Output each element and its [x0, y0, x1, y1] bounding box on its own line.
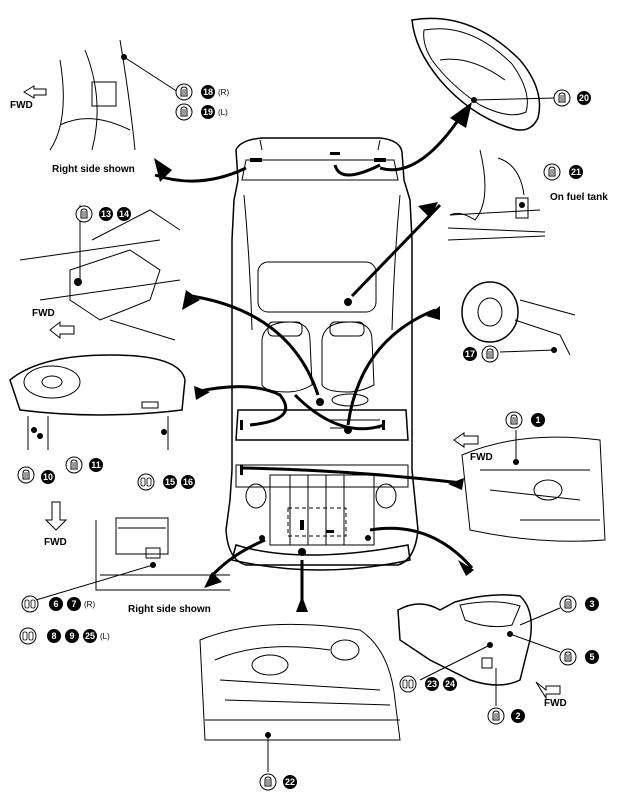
connector-icon-10	[17, 466, 35, 484]
right-side-shown-label-1: Right side shown	[52, 164, 135, 175]
callout-24	[443, 677, 457, 691]
connector-icon-17	[481, 345, 499, 363]
svg-text:6: 6	[53, 599, 58, 609]
svg-text:19: 19	[203, 107, 213, 117]
svg-text:7: 7	[71, 599, 76, 609]
side-l-label-2: (L)	[100, 632, 110, 641]
connector-icon-5	[559, 648, 577, 666]
car-body-outline	[225, 137, 419, 571]
svg-text:14: 14	[119, 209, 129, 219]
fwd-arrow-icon-4	[44, 501, 68, 531]
callout-6	[49, 597, 63, 611]
side-l-label-1: (L)	[218, 108, 228, 117]
svg-text:20: 20	[579, 93, 589, 103]
fwd-label-1: FWD	[10, 100, 33, 111]
callout-10	[41, 470, 55, 484]
svg-text:16: 16	[183, 477, 193, 487]
svg-text:17: 17	[465, 349, 475, 359]
connector-icon-15	[137, 473, 155, 491]
callout-19	[201, 105, 215, 119]
inset-steering-column	[461, 281, 576, 356]
svg-text:1: 1	[535, 415, 540, 425]
callout-9	[65, 629, 79, 643]
fwd-arrow-icon-5	[535, 681, 561, 700]
svg-text:25: 25	[85, 631, 95, 641]
callout-17	[463, 347, 477, 361]
callout-15	[163, 475, 177, 489]
callout-16	[181, 475, 195, 489]
side-r-label-2: (R)	[84, 600, 95, 609]
svg-text:2: 2	[515, 711, 520, 721]
connector-icon-6	[21, 595, 39, 613]
callout-18	[201, 85, 215, 99]
connector-icon-23	[399, 675, 417, 693]
fwd-arrow-icon-2	[49, 320, 75, 340]
inset-dashboard	[9, 354, 186, 450]
svg-text:18: 18	[203, 87, 213, 97]
inset-left-lower	[35, 517, 230, 601]
svg-text:10: 10	[43, 472, 53, 482]
svg-text:15: 15	[165, 477, 175, 487]
callout-2	[511, 709, 525, 723]
svg-text:21: 21	[571, 167, 581, 177]
connector-icon-11	[65, 456, 83, 474]
svg-text:8: 8	[51, 631, 56, 641]
svg-text:22: 22	[285, 777, 295, 787]
inset-liftgate	[411, 17, 556, 131]
svg-text:23: 23	[427, 679, 437, 689]
svg-text:5: 5	[589, 652, 594, 662]
callout-14	[117, 207, 131, 221]
svg-text:24: 24	[445, 679, 455, 689]
right-side-shown-label-2: Right side shown	[128, 604, 211, 615]
svg-text:3: 3	[589, 599, 594, 609]
fwd-label-5: FWD	[544, 698, 567, 709]
connector-icon-21	[543, 163, 561, 181]
fwd-label-3: FWD	[470, 452, 493, 463]
connector-icon-3	[559, 595, 577, 613]
connector-icon-19	[175, 103, 193, 121]
connector-icon-2	[487, 707, 505, 725]
callout-21	[569, 165, 583, 179]
callout-20	[577, 91, 591, 105]
leader-lines	[154, 102, 474, 612]
inset-console-unit	[19, 205, 181, 341]
fwd-label-2: FWD	[32, 308, 55, 319]
connector-icon-1	[505, 411, 523, 429]
connector-icon-18	[175, 83, 193, 101]
inset-fuel-tank	[447, 149, 546, 241]
callout-7	[67, 597, 81, 611]
fwd-arrow-icon-3	[453, 432, 479, 448]
fwd-label-4: FWD	[44, 537, 67, 548]
callout-23	[425, 677, 439, 691]
callout-22	[283, 775, 297, 789]
svg-text:11: 11	[91, 460, 101, 470]
connector-icon-13	[75, 205, 93, 223]
callout-25	[83, 629, 97, 643]
side-r-label-1: (R)	[218, 88, 229, 97]
connector-icon-8	[19, 627, 37, 645]
inset-rear-pillar	[23, 39, 179, 151]
callout-5	[585, 650, 599, 664]
callout-13	[99, 207, 113, 221]
callout-11	[89, 458, 103, 472]
svg-text:9: 9	[69, 631, 74, 641]
inset-right-lower	[397, 594, 561, 706]
inset-engine-right	[461, 430, 606, 542]
callout-3	[585, 597, 599, 611]
on-fuel-tank-label: On fuel tank	[550, 192, 608, 203]
svg-text:13: 13	[101, 209, 111, 219]
callout-1	[531, 413, 545, 427]
callout-8	[47, 629, 61, 643]
connector-icon-20	[553, 89, 571, 107]
inset-engine-bay-front	[199, 623, 401, 772]
connector-icon-22	[259, 773, 277, 791]
